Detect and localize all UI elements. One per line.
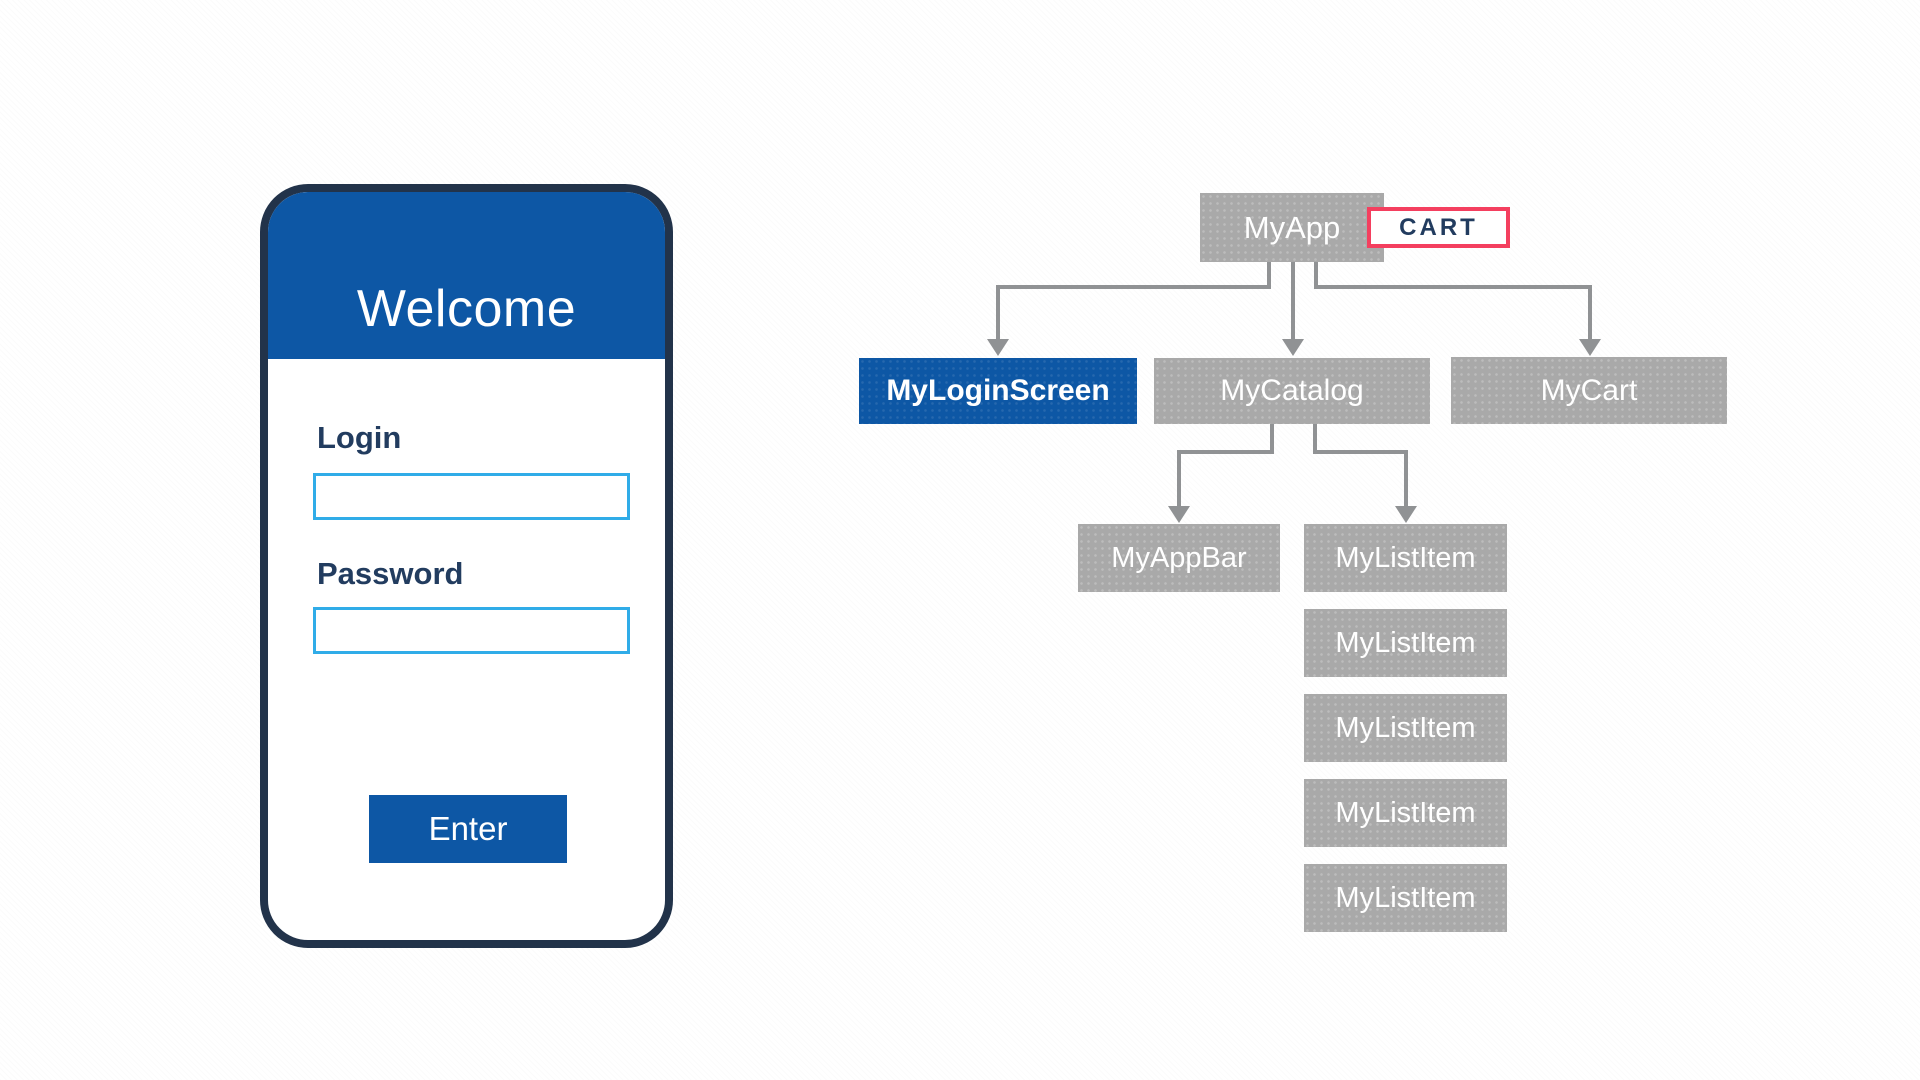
connector-line: [1177, 450, 1274, 454]
enter-button[interactable]: Enter: [369, 795, 567, 863]
node-mylistitem: MyListItem: [1304, 694, 1507, 762]
phone-header: Welcome: [268, 192, 665, 359]
connector-line: [996, 285, 1271, 289]
node-mylistitem: MyListItem: [1304, 779, 1507, 847]
password-input[interactable]: [313, 607, 630, 654]
connector-line: [996, 285, 1000, 340]
cart-badge: CART: [1367, 207, 1510, 248]
password-label: Password: [317, 556, 464, 591]
node-myloginscreen: MyLoginScreen: [859, 358, 1137, 424]
node-myappbar: MyAppBar: [1078, 524, 1280, 592]
welcome-title: Welcome: [356, 280, 577, 338]
connector-line: [1177, 450, 1181, 507]
arrowhead-to-myloginscreen: [987, 339, 1009, 356]
node-mylistitem: MyListItem: [1304, 864, 1507, 932]
node-mycart: MyCart: [1451, 357, 1727, 424]
connector-line: [1313, 450, 1406, 454]
connector-line: [1314, 262, 1318, 289]
login-label: Login: [317, 420, 402, 455]
connector-line: [1404, 450, 1408, 507]
node-mylistitem: MyListItem: [1304, 524, 1507, 592]
connector-line: [1588, 285, 1592, 340]
connector-line: [1267, 262, 1271, 289]
connector-line: [1314, 285, 1592, 289]
connector-line: [1313, 424, 1317, 454]
arrowhead-to-mycart: [1579, 339, 1601, 356]
node-mycatalog: MyCatalog: [1154, 358, 1430, 424]
arrowhead-to-myappbar: [1168, 506, 1190, 523]
arrowhead-to-mycatalog: [1282, 339, 1304, 356]
phone-mockup: Welcome Login Password Enter: [260, 184, 673, 948]
enter-button-label: Enter: [428, 810, 508, 847]
arrowhead-to-mylistitem: [1395, 506, 1417, 523]
connector-line: [1291, 262, 1295, 340]
node-mylistitem: MyListItem: [1304, 609, 1507, 677]
connector-line: [1270, 424, 1274, 454]
node-myapp: MyApp: [1200, 193, 1384, 262]
login-input[interactable]: [313, 473, 630, 520]
